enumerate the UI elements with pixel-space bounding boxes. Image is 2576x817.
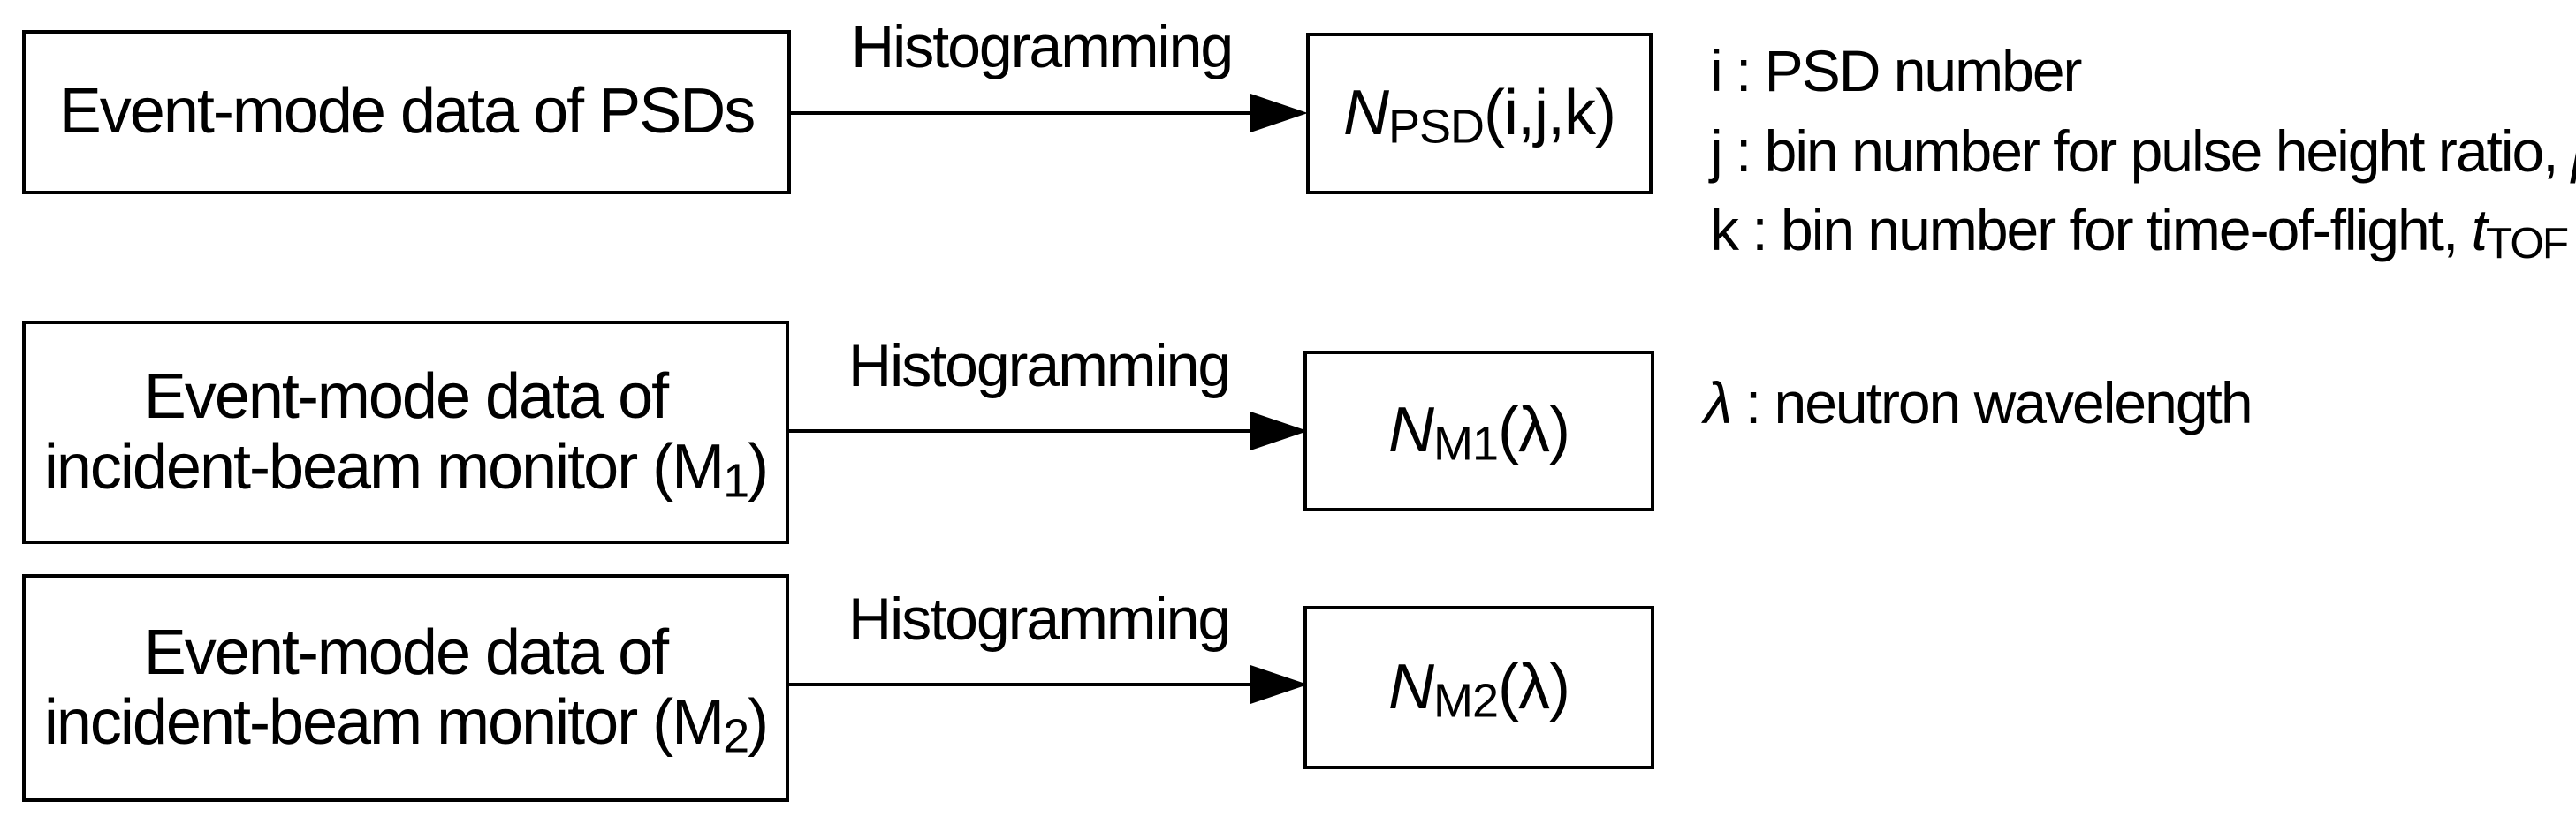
result-args: (λ): [1498, 651, 1570, 722]
arrow-icon: [789, 665, 1308, 704]
legend-i: i : PSD number: [1710, 38, 2083, 103]
result-label: NPSD(i,j,k): [1343, 77, 1616, 150]
result-args: (i,j,k): [1484, 77, 1616, 148]
result-args: (λ): [1498, 395, 1570, 466]
source-label-line1: Event-mode data of: [143, 361, 669, 433]
result-symbol: N: [1388, 651, 1434, 722]
arrow-label: Histogramming: [848, 332, 1231, 399]
source-label-line1: Event-mode data of: [143, 617, 669, 688]
source-label-line2: incident-beam monitor (M1): [43, 431, 769, 508]
result-box-npsd: NPSD(i,j,k): [1306, 33, 1653, 194]
arrow-label: Histogramming: [848, 586, 1231, 653]
source-label-line2: incident-beam monitor (M2): [43, 687, 769, 763]
arrow-label: Histogramming: [851, 13, 1234, 80]
result-box-nm2: NM2(λ): [1303, 606, 1654, 769]
legend-k: k : bin number for time-of-flight, tTOF: [1710, 197, 2569, 268]
source-label: Event-mode data of PSDs: [58, 76, 756, 148]
source-box-m1: Event-mode data of incident-beam monitor…: [22, 321, 789, 544]
legend-lambda: λ : neutron wavelength: [1704, 370, 2253, 435]
result-label: NM1(λ): [1388, 395, 1570, 468]
result-label: NM2(λ): [1388, 651, 1570, 724]
result-symbol: N: [1388, 395, 1434, 466]
result-box-nm1: NM1(λ): [1303, 351, 1654, 511]
result-subscript: PSD: [1388, 100, 1485, 154]
arrow-icon: [789, 412, 1308, 450]
arrow-icon: [791, 94, 1308, 132]
result-subscript: M1: [1433, 418, 1499, 472]
source-box-psd: Event-mode data of PSDs: [22, 30, 791, 194]
source-box-m2: Event-mode data of incident-beam monitor…: [22, 574, 789, 802]
result-subscript: M2: [1433, 674, 1499, 728]
legend-j: j : bin number for pulse height ratio, β: [1710, 118, 2576, 184]
result-symbol: N: [1343, 77, 1389, 148]
